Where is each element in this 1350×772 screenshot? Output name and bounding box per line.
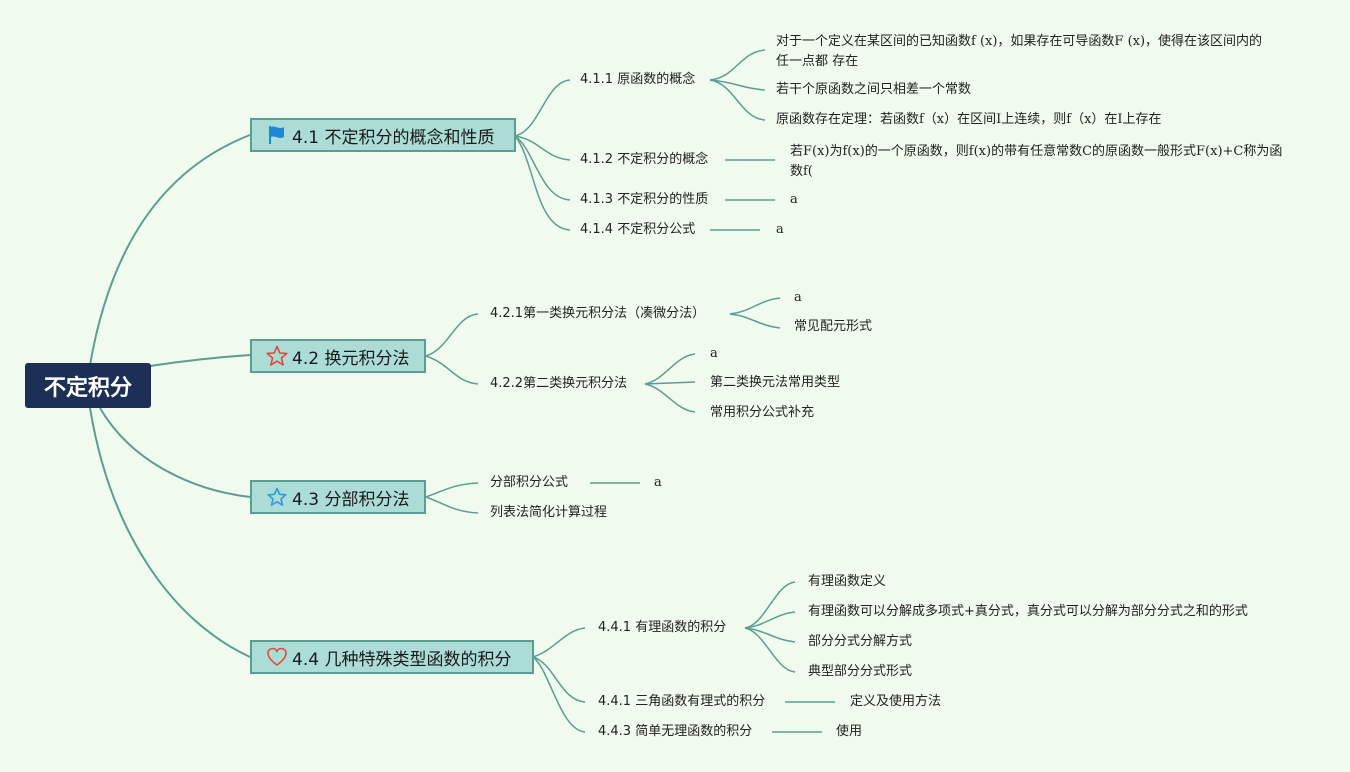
leaf-trig-definition-usage[interactable]: 定义及使用方法 bbox=[850, 694, 942, 709]
subtopic-4-1-4[interactable]: 4.1.4 不定积分公式 bbox=[580, 222, 696, 237]
leaf-existence-theorem[interactable]: 原函数存在定理：若函数f（x）在区间I上连续，则f（x）在I上存在 bbox=[776, 112, 1162, 127]
leaf-4-3-a[interactable]: a bbox=[654, 475, 662, 490]
topic-4-3[interactable]: 4.3 分部积分法 bbox=[250, 480, 426, 514]
leaf-indefinite-integral-definition[interactable]: 若F(x)为f(x)的一个原函数，则f(x)的带有任意常数C的原函数一般形式F(… bbox=[790, 144, 1283, 179]
subtopic-4-1-3[interactable]: 4.1.3 不定积分的性质 bbox=[580, 192, 709, 207]
leaf-primitive-definition[interactable]: 对于一个定义在某区间的已知函数f (x)，如果存在可导函数F (x)，使得在该区… bbox=[776, 34, 1263, 69]
star-icon bbox=[266, 345, 288, 367]
leaf-primitive-constant-diff[interactable]: 若干个原函数之间只相差一个常数 bbox=[776, 82, 972, 97]
topic-label: 4.1 不定积分的概念和性质 bbox=[292, 127, 495, 148]
root-topic[interactable]: 不定积分 bbox=[25, 363, 151, 408]
flag-icon bbox=[266, 124, 288, 146]
subtopic-4-4-1-rational[interactable]: 4.4.1 有理函数的积分 bbox=[598, 620, 727, 635]
topic-label: 4.2 换元积分法 bbox=[292, 348, 410, 369]
connector-root-4-3 bbox=[99, 407, 251, 498]
leaf-4-2-2-a[interactable]: a bbox=[710, 346, 718, 361]
subtopic-tabular-method[interactable]: 列表法简化计算过程 bbox=[490, 505, 608, 520]
leaf-4-1-4-a[interactable]: a bbox=[776, 222, 784, 237]
subtopic-4-1-1[interactable]: 4.1.1 原函数的概念 bbox=[580, 72, 696, 87]
leaf-common-substitution-forms[interactable]: 常见配元形式 bbox=[794, 319, 873, 334]
subtopic-4-2-2[interactable]: 4.2.2第二类换元积分法 bbox=[490, 376, 628, 391]
leaf-second-substitution-types[interactable]: 第二类换元法常用类型 bbox=[710, 375, 841, 390]
leaf-partial-fraction-method[interactable]: 部分分式分解方式 bbox=[808, 634, 913, 649]
topic-4-2[interactable]: 4.2 换元积分法 bbox=[250, 339, 426, 373]
connector-root-4-4 bbox=[89, 407, 251, 658]
root-label: 不定积分 bbox=[43, 375, 132, 401]
topic-label: 4.3 分部积分法 bbox=[292, 489, 410, 510]
leaf-4-1-3-a[interactable]: a bbox=[790, 192, 798, 207]
subtopic-4-4-1-trig[interactable]: 4.4.1 三角函数有理式的积分 bbox=[598, 694, 766, 709]
leaf-rational-decomposition[interactable]: 有理函数可以分解成多项式+真分式，真分式可以分解为部分分式之和的形式 bbox=[808, 604, 1248, 619]
leaf-typical-partial-fractions[interactable]: 典型部分分式形式 bbox=[808, 664, 913, 679]
subtopic-4-1-2[interactable]: 4.1.2 不定积分的概念 bbox=[580, 152, 709, 167]
subtopic-4-2-1[interactable]: 4.2.1第一类换元积分法（凑微分法） bbox=[490, 306, 706, 321]
topic-4-1[interactable]: 4.1 不定积分的概念和性质 bbox=[250, 118, 516, 152]
subtopic-4-4-3-irrational[interactable]: 4.4.3 简单无理函数的积分 bbox=[598, 724, 753, 739]
star-icon bbox=[266, 486, 288, 508]
subtopic-integration-by-parts-formula[interactable]: 分部积分公式 bbox=[490, 475, 569, 490]
leaf-irrational-usage[interactable]: 使用 bbox=[836, 724, 863, 739]
connector-root-4-2 bbox=[149, 354, 251, 367]
connector-root-4-1 bbox=[89, 134, 251, 366]
topic-label: 4.4 几种特殊类型函数的积分 bbox=[292, 649, 512, 670]
heart-icon bbox=[266, 646, 288, 668]
leaf-rational-definition[interactable]: 有理函数定义 bbox=[808, 574, 887, 589]
leaf-common-integral-formulas[interactable]: 常用积分公式补充 bbox=[710, 405, 815, 420]
leaf-4-2-1-a[interactable]: a bbox=[794, 290, 802, 305]
topic-4-4[interactable]: 4.4 几种特殊类型函数的积分 bbox=[250, 640, 534, 674]
